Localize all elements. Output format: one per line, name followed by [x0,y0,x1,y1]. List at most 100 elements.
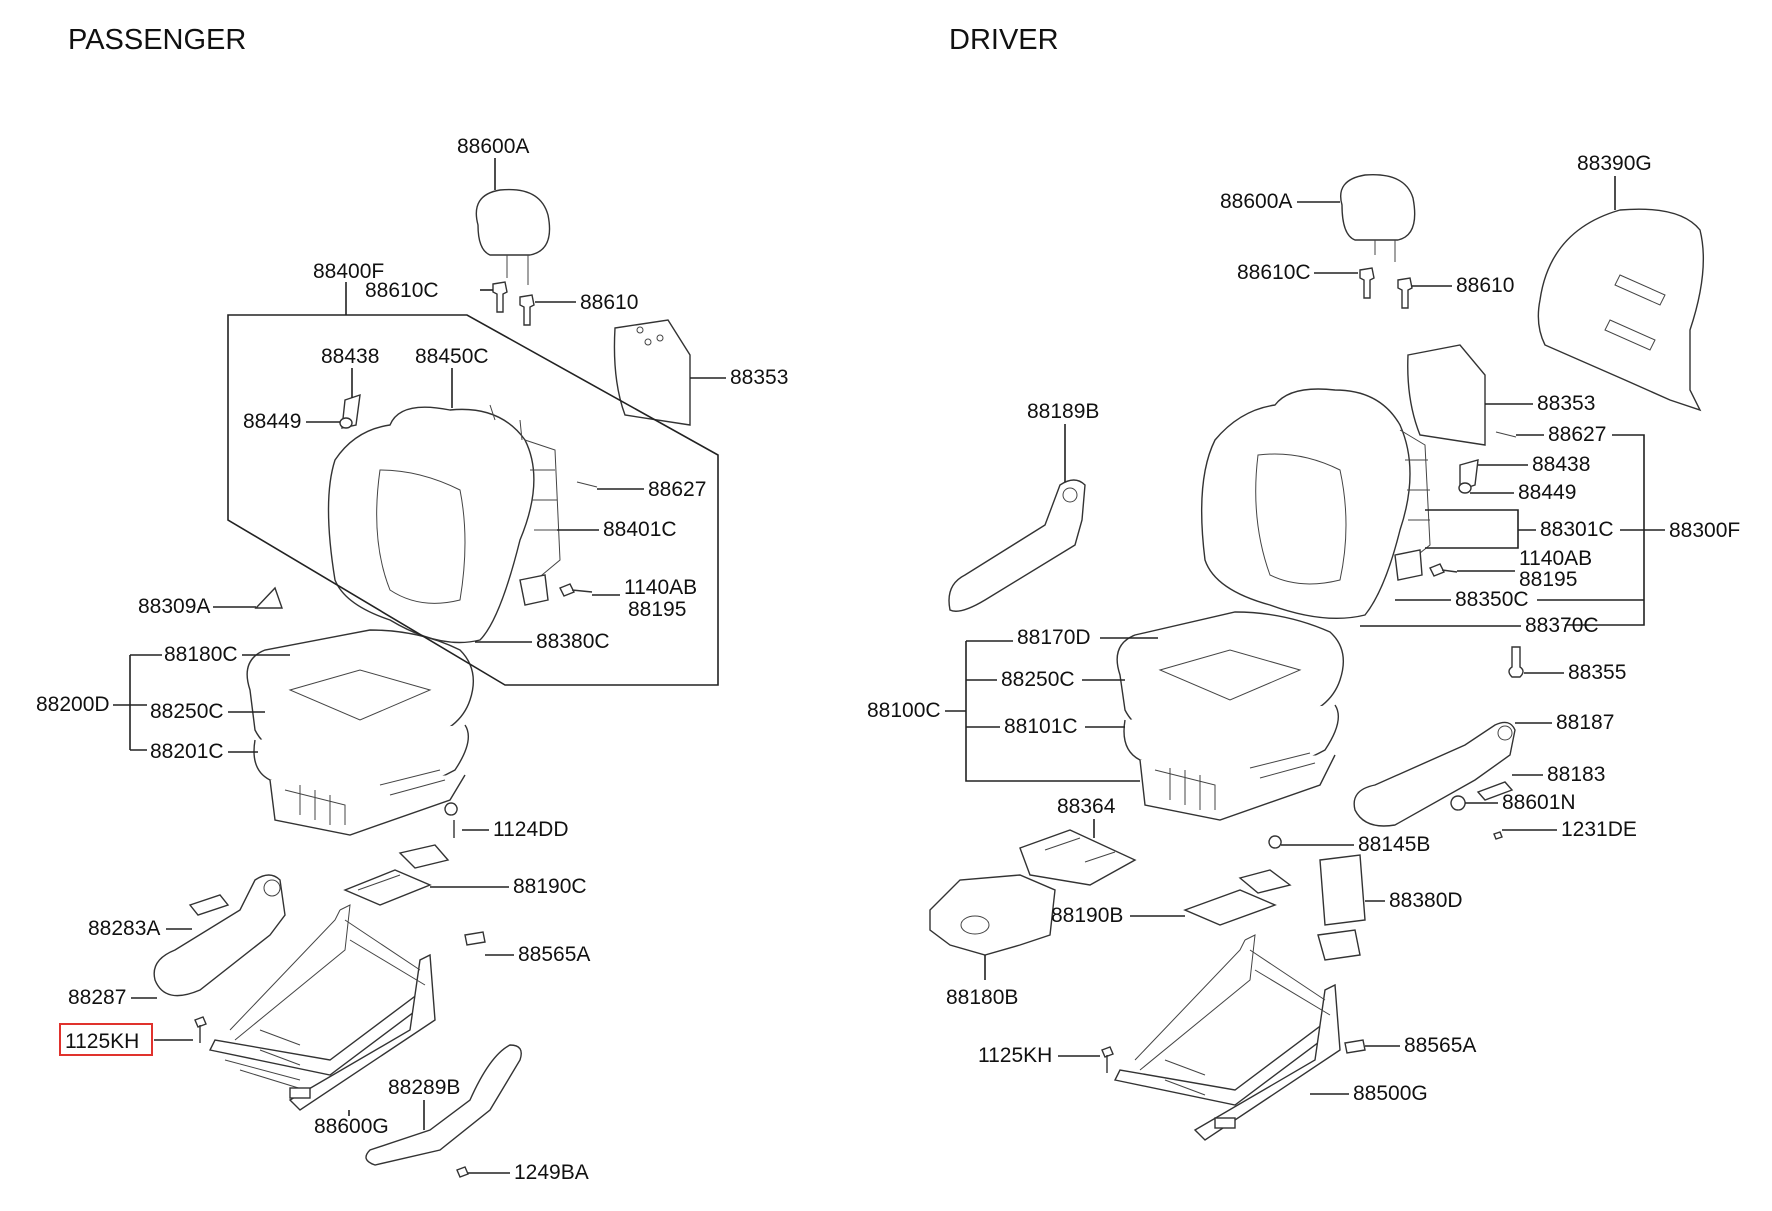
driver-label-cush-frame[interactable]: 88101C [1004,715,1078,738]
driver-label-sensor[interactable]: 88190B [1051,904,1123,927]
passenger-label-headrest[interactable]: 88600A [457,135,529,158]
passenger-label-escutcheon[interactable]: 88449 [243,410,301,433]
driver-label-escutcheon[interactable]: 88449 [1518,481,1576,504]
driver-label-board[interactable]: 88353 [1537,392,1595,415]
passenger-label-knob2[interactable]: 88283A [88,917,160,940]
driver-heading: DRIVER [949,24,1059,56]
passenger-label-guide-c[interactable]: 88610C [365,279,439,302]
driver-guide-c-drawing [1359,267,1375,299]
passenger-screw2-drawing [456,1166,469,1178]
driver-label-clip[interactable]: 88565A [1404,1034,1476,1057]
driver-label-guide[interactable]: 88610 [1456,274,1514,297]
passenger-label-track[interactable]: 88600G [314,1115,389,1138]
passenger-label-knob[interactable]: 88438 [321,345,379,368]
driver-label-track[interactable]: 88500G [1353,1082,1428,1105]
passenger-label-screw[interactable]: 1124DD [493,818,569,841]
passenger-illustration [153,188,691,1178]
selected-part-highlight [59,1023,153,1056]
passenger-pin-drawing [576,481,598,488]
driver-clip-drawing [1344,1039,1366,1054]
passenger-label-side-cover[interactable]: 88287 [68,986,126,1009]
passenger-seatback-drawing [327,404,561,644]
driver-headrest-drawing [1340,174,1416,262]
driver-screw-drawing [1493,831,1503,840]
passenger-guide-c-drawing [492,281,508,313]
passenger-label-back-pad[interactable]: 88450C [415,345,489,368]
passenger-label-screw2[interactable]: 1249BA [514,1161,589,1184]
driver-illustration [929,174,1705,1141]
driver-track-drawing [1113,934,1341,1141]
driver-bolt-kh-drawing [1101,1046,1114,1073]
passenger-label-clip[interactable]: 88565A [518,943,590,966]
driver-board-drawing [1407,344,1486,446]
driver-label-back-assy[interactable]: 88300F [1669,519,1740,542]
driver-label-cush-pad[interactable]: 88250C [1001,668,1075,691]
driver-module-drawing [1319,854,1366,926]
passenger-label-cover[interactable]: 88309A [138,595,210,618]
driver-label-lever-knob[interactable]: 88355 [1568,661,1626,684]
passenger-label-back-cover[interactable]: 88380C [536,630,610,653]
driver-knob2-drawing [1476,781,1514,801]
driver-cushion-drawing [1116,611,1344,821]
driver-label-sensor-pad[interactable]: 88364 [1057,795,1116,818]
driver-label-screw[interactable]: 1231DE [1561,818,1637,841]
driver-sensor-pad-drawing [1019,829,1137,886]
passenger-screw-drawing [444,802,458,838]
driver-lever-knob-drawing [1508,646,1524,678]
passenger-label-cush-frame[interactable]: 88201C [150,740,224,763]
driver-label-cover[interactable]: 88189B [1027,400,1099,423]
passenger-label-back-assy[interactable]: 88400F [313,260,384,283]
driver-label-side-cover[interactable]: 88187 [1556,711,1614,734]
passenger-label-sensor[interactable]: 88190C [513,875,587,898]
passenger-cover-drawing [254,586,283,609]
driver-clip2-drawing [1268,835,1282,849]
driver-label-back-frame[interactable]: 88301C [1540,518,1614,541]
driver-guide-drawing [1397,277,1413,309]
driver-label-headrest[interactable]: 88600A [1220,190,1292,213]
driver-sensor-drawing [1183,889,1277,926]
passenger-label-bolt-b[interactable]: 88195 [628,598,686,621]
driver-label-cush-assy[interactable]: 88100C [867,699,941,722]
passenger-track-cover-drawing [365,1044,522,1166]
driver-label-knob[interactable]: 88438 [1532,453,1590,476]
passenger-cushion-drawing [246,629,474,836]
driver-nut-drawing [1450,795,1466,811]
passenger-label-back-frame[interactable]: 88401C [603,518,677,541]
driver-label-mat[interactable]: 88180B [946,986,1018,1009]
passenger-bolt-drawing [559,583,593,597]
passenger-clip-drawing [464,931,486,946]
passenger-label-cush-pad[interactable]: 88250C [150,700,224,723]
driver-label-guide-c[interactable]: 88610C [1237,261,1311,284]
driver-label-pin[interactable]: 88627 [1548,423,1606,446]
passenger-headrest-drawing [475,188,551,285]
passenger-label-cush-assy[interactable]: 88200D [36,693,110,716]
driver-label-nut[interactable]: 88601N [1502,791,1576,814]
driver-label-back-pad[interactable]: 88350C [1455,588,1529,611]
driver-label-clip2[interactable]: 88145B [1358,833,1430,856]
driver-label-knob2[interactable]: 88183 [1547,763,1605,786]
driver-label-bolt-kh[interactable]: 1125KH [978,1044,1052,1067]
driver-label-back-cover[interactable]: 88370C [1525,614,1599,637]
driver-label-bolt-b[interactable]: 88195 [1519,568,1577,591]
passenger-label-bolt-a[interactable]: 1140AB [624,576,697,599]
driver-cover-drawing [948,479,1086,612]
passenger-label-bolt-kh[interactable]: 1125KH [65,1030,139,1053]
passenger-label-board[interactable]: 88353 [730,366,788,389]
driver-side-cover-drawing [1353,721,1516,827]
passenger-label-pin[interactable]: 88627 [648,478,706,501]
passenger-guide-drawing [519,294,535,326]
driver-label-back-trim[interactable]: 88390G [1577,152,1652,175]
driver-mat-drawing [929,874,1056,956]
passenger-label-track-cover[interactable]: 88289B [388,1076,460,1099]
driver-label-module[interactable]: 88380D [1389,889,1463,912]
passenger-board-drawing [613,319,691,426]
driver-seatback-drawing [1200,388,1431,619]
passenger-label-guide[interactable]: 88610 [580,291,638,314]
driver-label-bolt-a[interactable]: 1140AB [1519,547,1592,570]
driver-label-cush-cover[interactable]: 88170D [1017,626,1091,649]
passenger-callouts: 88600A 88400F 88610C 88610 88353 88438 8… [36,135,788,1184]
passenger-label-cush-cover[interactable]: 88180C [164,643,238,666]
passenger-sensor-drawing [343,869,432,906]
passenger-heading: PASSENGER [68,24,246,56]
